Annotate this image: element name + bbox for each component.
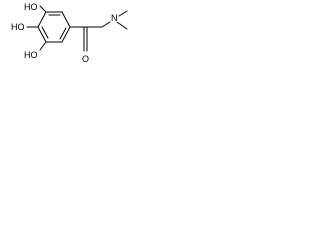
diagram-background: [0, 0, 137, 74]
benzene-ring: [37, 11, 71, 43]
ring-inner-double-bond-left: [41, 26, 49, 39]
n-methyl-upper-bond: [118, 10, 128, 17]
hydroxyl-groups: HO HO HO: [11, 2, 47, 60]
ring-bond-top-right: [61, 11, 71, 28]
amine-nitrogen-label: N: [111, 13, 118, 23]
ring-bond-bottom-right: [61, 26, 71, 43]
oh-bottom-bond: [39, 41, 47, 51]
oh-bottom-label: HO: [24, 50, 38, 60]
carbonyl-oxygen-label: O: [82, 54, 89, 64]
ring-bond-top-left: [37, 11, 47, 28]
ring-inner-double-bond-right: [59, 27, 67, 40]
structure-diagram: HO HO HO O N: [0, 0, 137, 74]
oh-top-label: HO: [24, 2, 38, 12]
n-methyl-lower-bond: [116, 21, 128, 30]
side-chain: O N: [69, 10, 128, 64]
ring-bond-bottom-left: [37, 26, 47, 43]
methylene-to-nitrogen-bond: [101, 21, 111, 28]
oh-left-label: HO: [11, 22, 25, 32]
oh-top-bond: [39, 5, 47, 13]
